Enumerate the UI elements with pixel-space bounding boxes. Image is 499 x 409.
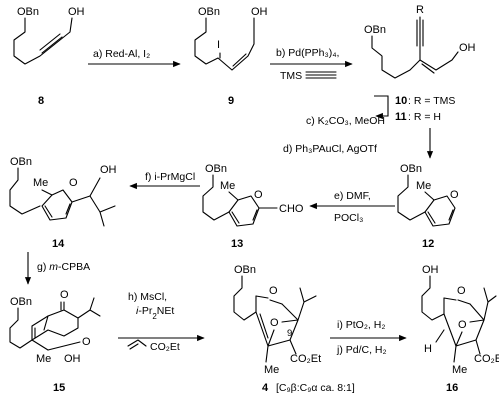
reagent-h-base: i-Pr2NEt: [136, 305, 174, 321]
reagent-i: i) PtO₂, H₂: [337, 319, 385, 331]
reagent-c: c) K₂CO₃, MeOH: [306, 115, 385, 127]
furan-o-label: O: [69, 177, 78, 189]
compound-15-structure: OBn O O Me OH: [9, 289, 101, 365]
reagent-h-acrylate: CO₂Et: [150, 341, 180, 353]
obn-label: OBn: [10, 156, 32, 168]
reagent-j: j) Pd/C, H₂: [336, 344, 387, 356]
oh-label: OH: [422, 264, 439, 276]
ketone-o-label: O: [269, 285, 278, 297]
me-label: Me: [264, 364, 279, 376]
obn-label: OBn: [234, 264, 256, 276]
compound-14-label: 14: [52, 238, 65, 250]
me-label: Me: [33, 177, 48, 189]
reagent-b-catalyst: b) Pd(PPh₃)₄,: [276, 47, 339, 59]
ring-o-label: O: [82, 336, 91, 348]
me-label: Me: [36, 353, 51, 365]
co2et-label: CO₂Et: [474, 353, 499, 365]
cho-label: CHO: [279, 203, 304, 215]
me-label: Me: [452, 364, 467, 376]
compound-9-label: 9: [228, 95, 234, 107]
compound-8-label: 8: [38, 95, 44, 107]
compound-12-label: 12: [422, 238, 434, 250]
furan-o-label: O: [450, 189, 459, 201]
reagent-e-dmf: e) DMF,: [334, 190, 371, 202]
bridge-o-label: O: [270, 317, 279, 329]
ketone-o-label: O: [60, 289, 69, 301]
compound-11-label: 11: [395, 111, 407, 123]
me-label: Me: [416, 180, 431, 192]
obn-label: OBn: [205, 163, 227, 175]
reagent-h-mscl: h) MsCl,: [128, 291, 167, 303]
compound-16-label: 16: [446, 382, 458, 394]
compound-4-structure: OBn O O Me 9 CO₂Et: [233, 264, 321, 376]
oh-label: OH: [100, 164, 117, 176]
arrow-c: [374, 95, 389, 120]
reagent-g: g) m-CPBA: [37, 261, 90, 273]
bridge-o-label: O: [458, 319, 467, 331]
obn-label: OBn: [17, 6, 39, 18]
oh-label: OH: [64, 353, 81, 365]
compound-14-structure: OBn Me O OH: [9, 156, 117, 227]
reagent-f: f) i-PrMgCl: [145, 171, 195, 183]
oh-label: OH: [459, 42, 476, 54]
compound-8-structure: OBn OH 8: [13, 6, 85, 107]
compound-13-structure: OBn Me O CHO: [202, 163, 304, 227]
obn-label: OBn: [198, 6, 220, 18]
compound-4-ratio: [C₉β:C₉α ca. 8:1]: [276, 382, 355, 394]
compound-9-structure: OBn OH I 9: [194, 6, 268, 107]
h-label: H: [424, 343, 432, 355]
compound-13-label: 13: [231, 238, 243, 250]
c9-label: 9: [287, 328, 292, 339]
oh-label: OH: [251, 6, 268, 18]
me-label: Me: [220, 180, 235, 192]
compound-11-desc: : R = H: [408, 111, 441, 123]
compound-16-structure: OH O O H Me CO₂Et: [421, 264, 499, 376]
compound-10-11-structure: R OBn OH: [364, 4, 476, 79]
reagent-d: d) Ph₃PAuCl, AgOTf: [283, 143, 377, 155]
reagent-b-tms: TMS: [280, 70, 302, 82]
ketone-o-label: O: [457, 285, 466, 297]
obn-label: OBn: [364, 24, 386, 36]
co2et-label: CO₂Et: [290, 353, 321, 365]
furan-o-label: O: [254, 189, 263, 201]
compound-15-label: 15: [53, 382, 65, 394]
obn-label: OBn: [400, 163, 422, 175]
compound-10-desc: : R = TMS: [408, 95, 455, 107]
reagent-e-pocl3: POCl₃: [334, 212, 363, 224]
compound-10-label: 10: [395, 95, 407, 107]
reagent-a: a) Red-Al, I₂: [93, 48, 150, 60]
r-label: R: [416, 4, 424, 16]
iodo-label: I: [217, 39, 220, 51]
compound-4-label: 4: [262, 382, 269, 394]
obn-label: OBn: [10, 296, 32, 308]
oh-label: OH: [68, 6, 85, 18]
compound-12-structure: OBn Me O: [397, 163, 459, 227]
